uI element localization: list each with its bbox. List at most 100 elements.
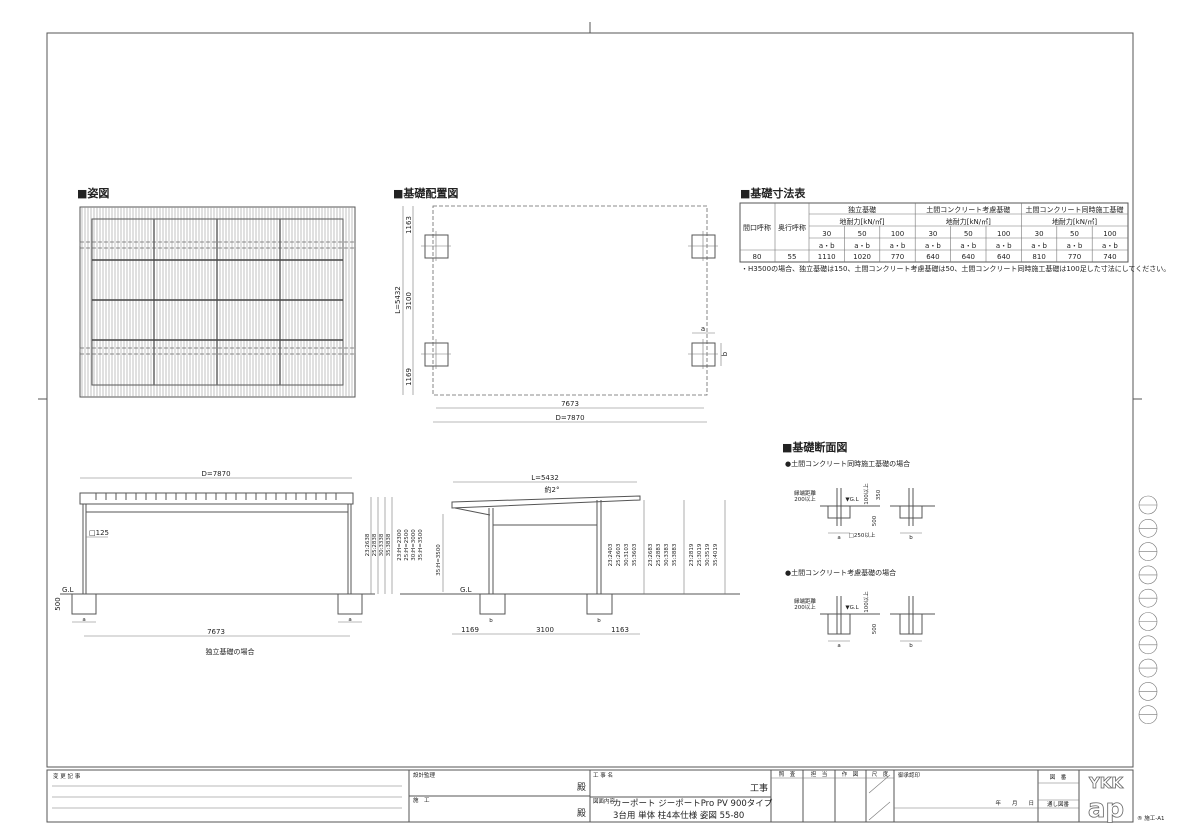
front-a-right: a <box>348 617 351 623</box>
label-500: 500 <box>872 623 878 634</box>
slope-label: 約2° <box>545 485 560 494</box>
table-cell: 640 <box>962 253 975 261</box>
th-ab: a・b <box>819 242 835 250</box>
frame <box>38 22 1158 768</box>
th-ab: a・b <box>1102 242 1118 250</box>
table-cell: 55 <box>788 253 797 261</box>
side-span-2: 3100 <box>536 626 554 634</box>
th-load: 50 <box>964 230 973 238</box>
th-load: 30 <box>928 230 937 238</box>
dim-L: L=5432 <box>394 286 402 314</box>
table-cell: 80 <box>753 253 762 261</box>
th-load: 100 <box>1103 230 1116 238</box>
label-edge: 縁端距離 <box>794 597 817 605</box>
serial-no-label: 通し図番 <box>1047 800 1070 808</box>
foundation-section-drawing: ●土間コンクリート同時施工基礎の場合 ●土間コンクリート考慮基礎の場合 a b 縁端… <box>785 459 935 649</box>
th-load: 30 <box>1035 230 1044 238</box>
design-dono: 殿 <box>577 782 586 793</box>
th-ab: a・b <box>1067 242 1083 250</box>
front-height: 30:3338 <box>379 533 385 556</box>
svg-text:ap: ap <box>1088 794 1124 824</box>
front-gl-label: G.L <box>62 586 74 594</box>
label-a: a <box>837 643 840 649</box>
th-bearing: 地耐力[kN/㎡] <box>840 217 885 226</box>
table-border <box>739 202 1129 263</box>
footing-section-b <box>899 505 923 519</box>
beam <box>79 241 356 249</box>
binding-holes <box>1138 495 1158 725</box>
front-H: 30:H=3000 <box>411 529 417 561</box>
label-350: 350 <box>876 489 882 500</box>
col-drawn: 作 図 <box>842 770 859 778</box>
side-height: 25:3019 <box>697 543 703 566</box>
case1-title: ●土間コンクリート同時施工基礎の場合 <box>785 459 910 468</box>
svg-text:YKK: YKK <box>1088 774 1124 792</box>
front-height: 23:2638 <box>365 533 371 556</box>
footing-section <box>827 613 851 635</box>
side-height: 35:3883 <box>672 543 678 566</box>
label-a: a <box>837 535 840 541</box>
footing-section-b <box>899 613 923 635</box>
table-cell: 640 <box>926 253 939 261</box>
foundation-size-table: 間口呼称 奥行呼称 ・H3500の場合、独立基礎は150、土間コンクリート考慮基… <box>739 202 1170 273</box>
side-span-1: 1169 <box>461 626 479 634</box>
table-note: ・H3500の場合、独立基礎は150、土間コンクリート考慮基礎は50、土間コンク… <box>741 264 1170 273</box>
content-line1: カーポート ジーポートPro PV 900タイプ <box>613 799 773 809</box>
post-size-label: □125 <box>89 529 109 537</box>
footing <box>424 234 449 259</box>
label-b: b <box>909 643 913 649</box>
roof-plan-drawing <box>79 206 356 398</box>
dim-1169: 1169 <box>405 368 413 386</box>
side-height: 25:2603 <box>616 543 622 566</box>
side-height: 23:2683 <box>648 543 654 566</box>
col-scale: 尺 度 <box>872 770 889 778</box>
ykk-ap-logo: YKK ap <box>1088 774 1125 825</box>
th-load: 50 <box>1070 230 1079 238</box>
front-dim-7673: 7673 <box>207 628 225 636</box>
approval-date: 年 月 日 <box>995 799 1034 807</box>
label-gl: ▼G.L <box>845 605 859 611</box>
table-cell: 1110 <box>818 253 836 261</box>
section-title-table: ■基礎寸法表 <box>740 186 806 200</box>
side-height: 30:3383 <box>664 543 670 566</box>
case2-title: ●土間コンクリート考慮基礎の場合 <box>785 568 896 577</box>
side-height: 35:3603 <box>632 543 638 566</box>
project-label: 工 事 名 <box>593 771 613 779</box>
th-ab: a・b <box>1031 242 1047 250</box>
builder-dono: 殿 <box>577 808 586 819</box>
th-bearing: 地耐力[kN/㎡] <box>946 217 991 226</box>
side-height: 23:2403 <box>608 543 614 566</box>
section-title-perspective: ■姿図 <box>77 186 109 200</box>
th-load: 30 <box>822 230 831 238</box>
dim-3100: 3100 <box>405 292 413 310</box>
title-block: 変 更 記 事 設計監理 施 工 殿 殿 工 事 名 工事 図面内容 カーポート… <box>46 769 1165 825</box>
th-ab: a・b <box>996 242 1012 250</box>
th-load: 50 <box>858 230 867 238</box>
change-log-label: 変 更 記 事 <box>53 772 81 780</box>
th-ab: a・b <box>890 242 906 250</box>
th-ab: a・b <box>854 242 870 250</box>
th-load: 100 <box>997 230 1010 238</box>
label-500: 500 <box>872 515 878 526</box>
section-title-foundation: ■基礎断面図 <box>782 440 847 454</box>
front-H: 23:H=2300 <box>397 529 403 561</box>
side-span-3: 1163 <box>611 626 629 634</box>
footing <box>691 234 716 259</box>
foundation-layout-drawing: L=5432 1163 3100 1169 7673 D=7870 a b <box>394 205 729 423</box>
footing <box>424 342 449 367</box>
side-height: 25:2883 <box>656 543 662 566</box>
th-ab: a・b <box>960 242 976 250</box>
label-100: 100以上 <box>862 591 870 613</box>
front-H: 35:H=3500 <box>418 529 424 561</box>
th-ab: a・b <box>925 242 941 250</box>
side-b-right: b <box>597 618 601 624</box>
th-bearing: 地耐力[kN/㎡] <box>1052 217 1097 226</box>
front-height: 35:3838 <box>386 533 392 556</box>
th-group: 土間コンクリート同時施工基礎 <box>1026 205 1124 214</box>
side-dim-L: L=5432 <box>531 474 559 482</box>
front-elevation-drawing: D=7870 □125 G.L 500 a a 7673 独立基礎の場合 23:… <box>54 470 442 656</box>
dim-D: D=7870 <box>555 414 584 422</box>
project-suffix: 工事 <box>750 782 768 794</box>
label-edge: 縁端距離 <box>794 489 817 497</box>
side-height: 35:4019 <box>713 543 719 566</box>
